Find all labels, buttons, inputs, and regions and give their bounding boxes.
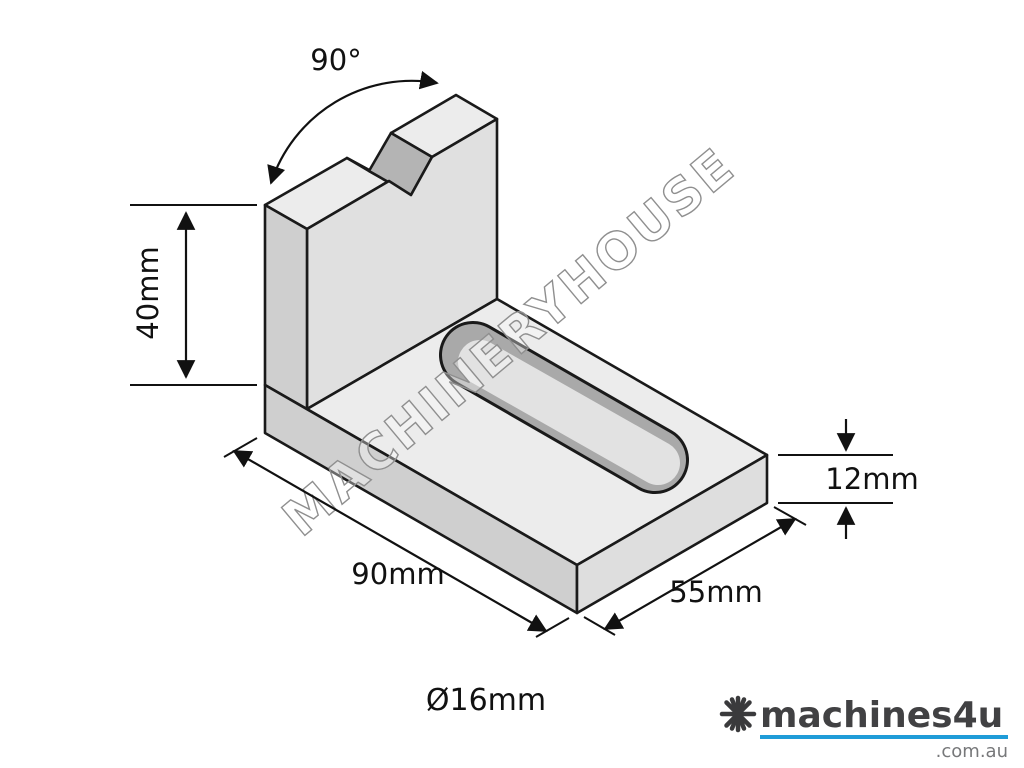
width-label: 55mm: [669, 575, 762, 609]
length-label: 90mm: [351, 557, 444, 591]
dimension-height-40mm: 40mm: [130, 204, 257, 386]
thickness-label: 12mm: [825, 462, 918, 496]
dimension-length-90mm: 90mm: [223, 437, 570, 638]
logo-underline: [760, 735, 1008, 739]
slot-hole: [439, 321, 689, 494]
dimension-angle-90: 90°: [267, 43, 439, 185]
angle-label: 90°: [310, 43, 361, 77]
height-label: 40mm: [131, 246, 165, 339]
asterisk-icon: [719, 695, 757, 733]
angle-arc: [267, 70, 439, 185]
slot-diameter-label: Ø16mm: [426, 683, 546, 718]
logo-domain: .com.au: [936, 741, 1008, 762]
upright-left-end-face: [263, 203, 309, 411]
logo-wordmark: machines4u: [760, 695, 1003, 736]
angle-plate-part: [263, 93, 769, 615]
dimension-thickness-12mm: 12mm: [778, 419, 919, 539]
machines4u-logo[interactable]: machines4u .com.au: [719, 695, 1008, 762]
dimension-width-55mm: 55mm: [583, 506, 807, 636]
